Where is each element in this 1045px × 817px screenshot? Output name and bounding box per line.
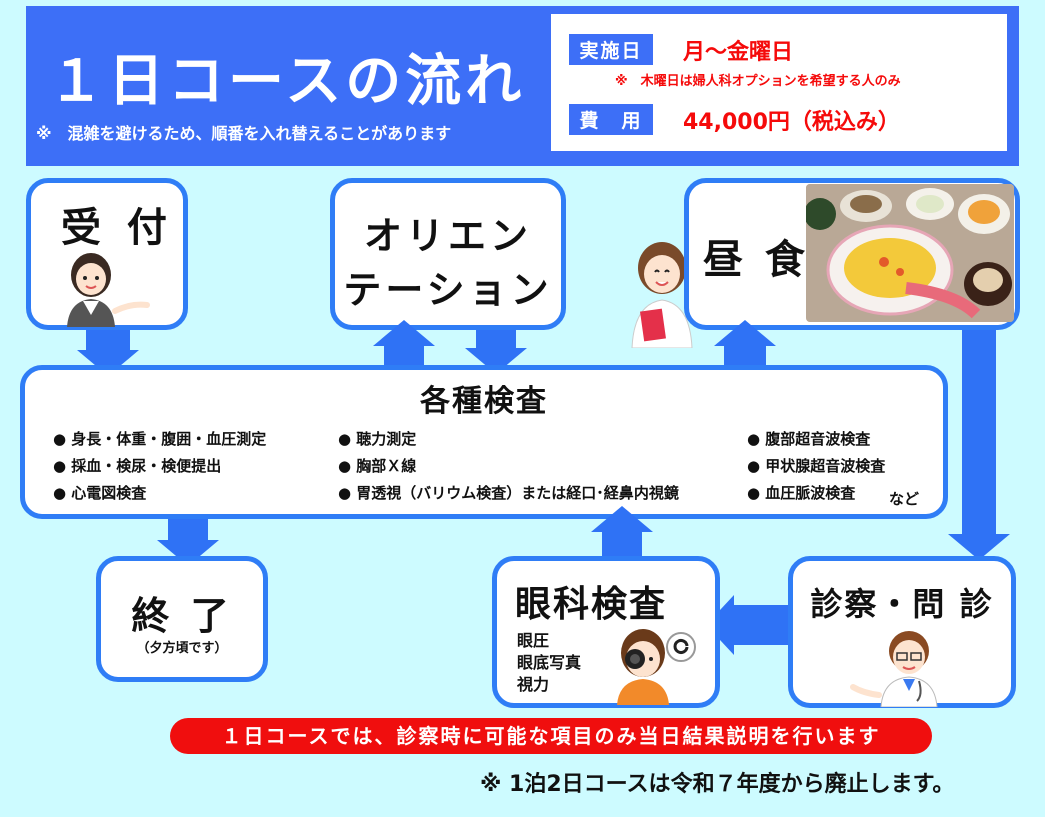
exams-title: 各種検査	[420, 384, 548, 419]
exam-item: ● 胃透視（バリウム検査）または経口･経鼻内視鏡	[338, 484, 679, 502]
exam-item: ● 腹部超音波検査	[747, 430, 871, 448]
exam-etc: など	[889, 490, 920, 508]
exams-box: 各種検査 ● 身長・体重・腹囲・血圧測定 ● 採血・検尿・検便提出 ● 心電図検…	[20, 365, 948, 519]
arrow-head-up	[591, 506, 653, 532]
info-box: 実施日 月～金曜日 ※ 木曜日は婦人科オプションを希望する人のみ 費 用 44,…	[551, 14, 1007, 151]
arrow-exams-to-end	[168, 519, 208, 541]
eye-item: 眼圧	[517, 631, 550, 650]
cost-value: 44,000円（税込み）	[683, 110, 900, 135]
consultation-title: 診察・問 診	[810, 585, 994, 623]
exam-item: ● 心電図検査	[53, 484, 147, 502]
eye-exam-box: 眼科検査 眼圧 眼底写真 視力	[492, 556, 720, 708]
doctor-illustration-icon	[850, 631, 938, 707]
nurse-illustration-icon	[631, 242, 705, 348]
consultation-box: 診察・問 診	[788, 556, 1016, 708]
lunch-title: 昼 食	[703, 237, 809, 283]
orientation-title-line1: オリエン	[363, 214, 532, 258]
exam-item: ● 血圧脈波検査	[747, 484, 856, 502]
exam-item: ● 聴力測定	[338, 430, 417, 448]
eye-item: 眼底写真	[517, 653, 582, 672]
lunch-photo	[806, 184, 1014, 322]
result-explanation-banner: １日コースでは、診察時に可能な項目のみ当日結果説明を行います	[170, 718, 932, 754]
exam-item: ● 甲状腺超音波検査	[747, 457, 886, 475]
header-note: ※ 混雑を避けるため、順番を入れ替えることがあります	[36, 124, 452, 143]
schedule-tag: 実施日	[569, 34, 653, 65]
page-title: １日コースの流れ	[48, 49, 526, 114]
eye-item: 視力	[517, 675, 550, 694]
arrow-head-up	[714, 320, 776, 346]
reception-title: 受 付	[61, 205, 173, 251]
arrow-reception-to-exams	[86, 330, 130, 352]
arrow-head-up	[373, 320, 435, 346]
arrow-consultation-to-eye	[733, 605, 789, 645]
end-note: （夕方頃です）	[136, 641, 228, 656]
arrow-lunch-to-consultation	[962, 330, 996, 535]
arrow-eye-to-exams	[602, 531, 642, 557]
arrow-exams-to-orientation	[384, 345, 424, 365]
cost-tag: 費 用	[569, 104, 653, 135]
exam-item: ● 胸部Ｘ線	[338, 457, 417, 475]
reception-box: 受 付	[26, 178, 188, 330]
schedule-note: ※ 木曜日は婦人科オプションを希望する人のみ	[615, 74, 901, 89]
meal-image-icon	[806, 184, 1014, 322]
arrow-orientation-to-exams	[476, 330, 516, 350]
orientation-title-line2: テーション	[343, 268, 553, 312]
end-title: 終 了	[131, 594, 233, 638]
schedule-value: 月～金曜日	[683, 40, 794, 65]
arrow-exams-to-lunch	[724, 345, 766, 365]
footnote: ※ 1泊2日コースは令和７年度から廃止します。	[480, 772, 955, 797]
end-box: 終 了 （夕方頃です）	[96, 556, 268, 682]
exam-item: ● 身長・体重・腹囲・血圧測定	[53, 430, 267, 448]
arrow-head-down	[948, 534, 1010, 560]
receptionist-illustration-icon	[67, 253, 150, 327]
eye-exam-title: 眼科検査	[515, 584, 668, 625]
eye-test-illustration-icon	[617, 629, 696, 705]
orientation-box: オリエン テーション	[330, 178, 566, 330]
exam-item: ● 採血・検尿・検便提出	[53, 457, 222, 475]
